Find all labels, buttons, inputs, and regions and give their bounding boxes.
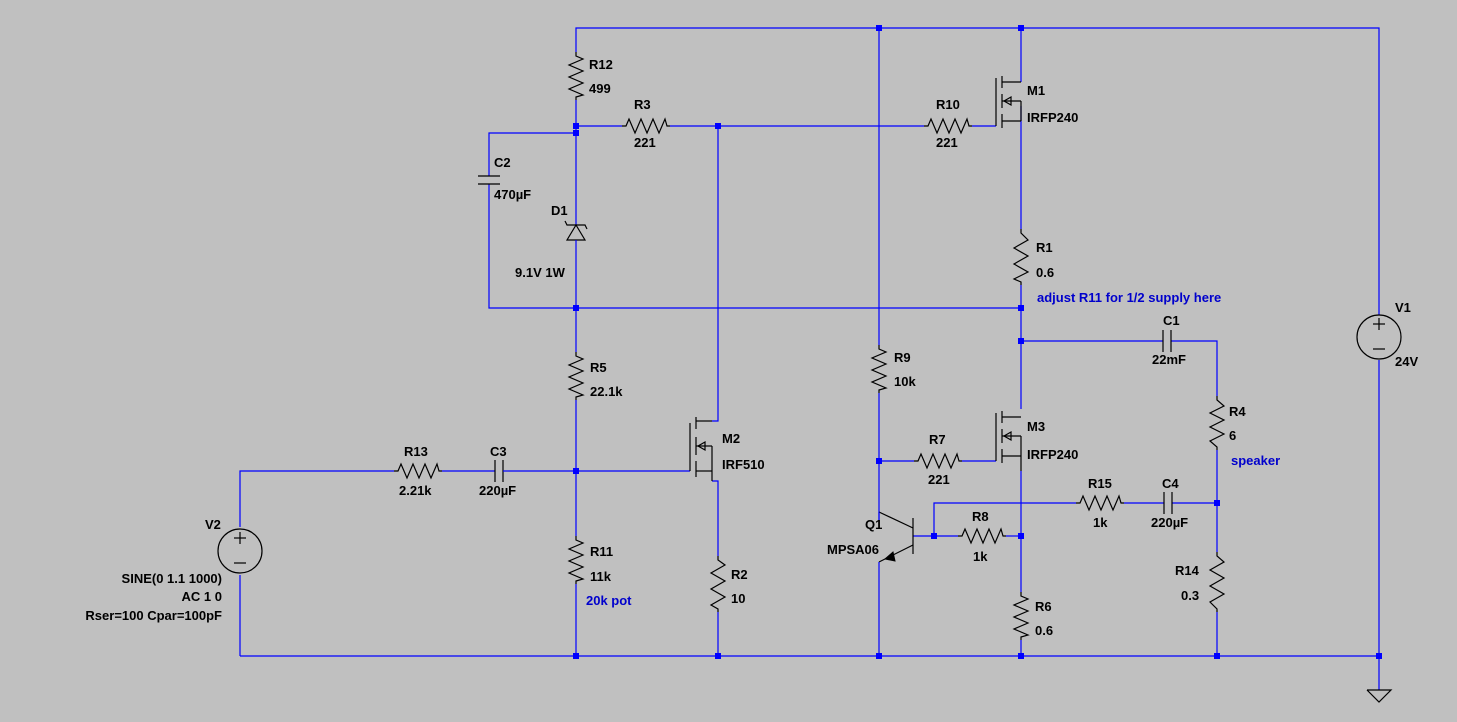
capacitor-C1[interactable]: [1162, 330, 1172, 352]
resistor-R14[interactable]: [1208, 552, 1226, 612]
ground-icon: [1366, 689, 1393, 703]
label-V1-value: 24V: [1395, 354, 1418, 369]
resistor-R3[interactable]: [622, 117, 670, 135]
label-R1-value: 0.6: [1036, 265, 1054, 280]
junctions: [573, 25, 1382, 659]
label-R12-value: 499: [589, 81, 611, 96]
resistor-R1[interactable]: [1012, 229, 1030, 285]
label-R6-ref: R6: [1035, 599, 1052, 614]
label-R2-value: 10: [731, 591, 745, 606]
label-M3-value: IRFP240: [1027, 447, 1078, 462]
voltage-source-V1[interactable]: [1356, 314, 1402, 360]
label-R10-value: 221: [936, 135, 958, 150]
label-M3-ref: M3: [1027, 419, 1045, 434]
label-V2-line3: Rser=100 Cpar=100pF: [85, 608, 222, 623]
resistor-R7[interactable]: [914, 452, 962, 470]
label-V2-ref: V2: [205, 517, 221, 532]
label-R7-ref: R7: [929, 432, 946, 447]
label-R4-value: 6: [1229, 428, 1236, 443]
label-C2-value: 470µF: [494, 187, 531, 202]
label-M1-ref: M1: [1027, 83, 1045, 98]
note-adjust: adjust R11 for 1/2 supply here: [1037, 290, 1221, 305]
label-R14-value: 0.3: [1181, 588, 1199, 603]
label-R12-ref: R12: [589, 57, 613, 72]
label-C3-ref: C3: [490, 444, 507, 459]
mosfet-M2[interactable]: [689, 417, 713, 481]
wires: [239, 27, 1380, 690]
resistor-R6[interactable]: [1012, 592, 1030, 640]
label-R15-value: 1k: [1093, 515, 1108, 530]
resistor-R10[interactable]: [924, 117, 972, 135]
resistor-R11[interactable]: [567, 536, 585, 584]
label-C3-value: 220µF: [479, 483, 516, 498]
label-C4-ref: C4: [1162, 476, 1179, 491]
capacitor-C4[interactable]: [1163, 492, 1173, 514]
mosfet-M3[interactable]: [995, 411, 1022, 471]
label-V2-line1: SINE(0 1.1 1000): [122, 571, 222, 586]
label-R8-value: 1k: [973, 549, 988, 564]
resistor-R2[interactable]: [709, 556, 727, 612]
label-D1-value: 9.1V 1W: [515, 265, 566, 280]
label-R13-value: 2.21k: [399, 483, 432, 498]
label-R5-value: 22.1k: [590, 384, 623, 399]
label-R2-ref: R2: [731, 567, 748, 582]
note-pot: 20k pot: [586, 593, 632, 608]
label-R14-ref: R14: [1175, 563, 1200, 578]
label-M2-ref: M2: [722, 431, 740, 446]
label-R15-ref: R15: [1088, 476, 1112, 491]
capacitor-C2[interactable]: [478, 175, 500, 185]
resistor-R9[interactable]: [870, 345, 888, 393]
label-V1-ref: V1: [1395, 300, 1411, 315]
label-C1-value: 22mF: [1152, 352, 1186, 367]
label-M2-value: IRF510: [722, 457, 765, 472]
label-R7-value: 221: [928, 472, 950, 487]
label-R3-value: 221: [634, 135, 656, 150]
label-R1-ref: R1: [1036, 240, 1053, 255]
label-R11-ref: R11: [590, 544, 613, 559]
label-C4-value: 220µF: [1151, 515, 1188, 530]
component-labels: R12 499 R3 221 R10 221 M1 IRFP240 C2 470…: [85, 57, 1418, 638]
label-R9-ref: R9: [894, 350, 911, 365]
bjt-Q1[interactable]: [878, 511, 914, 570]
resistor-R5[interactable]: [567, 352, 585, 400]
label-R11-value: 11k: [590, 569, 612, 584]
label-R6-value: 0.6: [1035, 623, 1053, 638]
label-R5-ref: R5: [590, 360, 607, 375]
capacitor-C3[interactable]: [494, 460, 509, 482]
label-R9-value: 10k: [894, 374, 916, 389]
label-R10-ref: R10: [936, 97, 960, 112]
note-speaker: speaker: [1231, 453, 1280, 468]
resistor-R13[interactable]: [394, 462, 442, 480]
label-R8-ref: R8: [972, 509, 989, 524]
label-C1-ref: C1: [1163, 313, 1180, 328]
label-V2-line2: AC 1 0: [182, 589, 222, 604]
label-Q1-ref: Q1: [865, 517, 882, 532]
label-C2-ref: C2: [494, 155, 511, 170]
label-R4-ref: R4: [1229, 404, 1246, 419]
label-R13-ref: R13: [404, 444, 428, 459]
label-M1-value: IRFP240: [1027, 110, 1078, 125]
voltage-source-V2[interactable]: [217, 528, 263, 574]
resistor-R15[interactable]: [1076, 494, 1124, 512]
zener-diode-D1[interactable]: [564, 219, 588, 243]
label-Q1-value: MPSA06: [827, 542, 879, 557]
mosfet-M1[interactable]: [995, 76, 1022, 128]
resistor-R8[interactable]: [958, 527, 1006, 545]
annotations: adjust R11 for 1/2 supply here speaker 2…: [586, 290, 1280, 608]
resistor-R4[interactable]: [1208, 396, 1226, 450]
label-R3-ref: R3: [634, 97, 651, 112]
resistor-R12[interactable]: [567, 52, 585, 100]
label-D1-ref: D1: [551, 203, 568, 218]
